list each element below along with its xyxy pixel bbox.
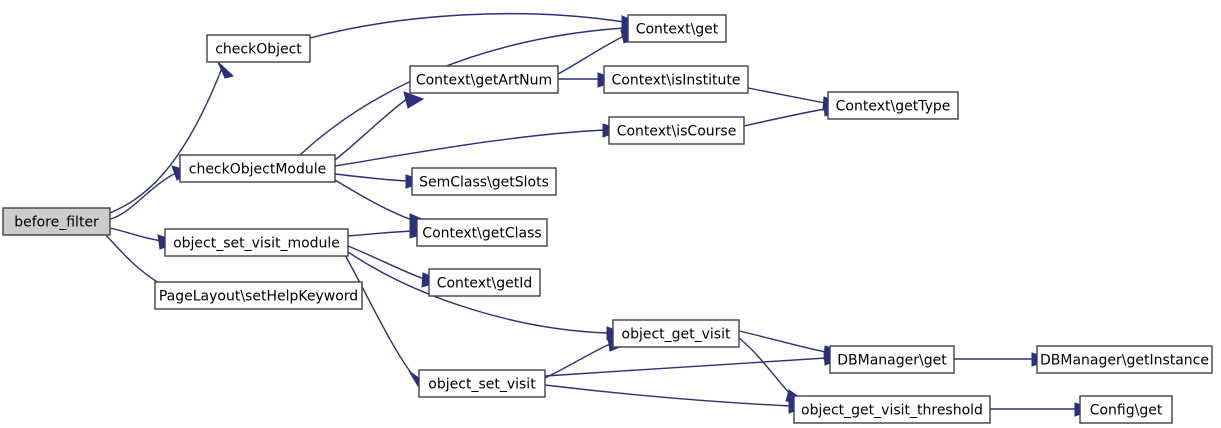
edge-line <box>743 108 826 127</box>
node-box[interactable] <box>164 228 349 257</box>
graph-node-checkObjectModule[interactable]: checkObjectModule <box>179 154 336 183</box>
graph-node-object_set_visit[interactable]: object_set_visit <box>418 369 546 398</box>
graph-node-Context_isCourse[interactable]: Context\isCourse <box>608 116 745 145</box>
edge-line <box>309 13 625 39</box>
graph-node-Config_get[interactable]: Config\get <box>1079 395 1173 424</box>
node-box[interactable] <box>411 167 557 196</box>
edge-line <box>738 330 827 353</box>
edge-line <box>334 179 413 221</box>
graph-node-object_get_visit_threshold[interactable]: object_get_visit_threshold <box>793 395 991 424</box>
node-box[interactable] <box>206 34 311 63</box>
edge-line <box>109 227 163 242</box>
edge-checkObjectModule-to-Context_isCourse <box>334 123 624 167</box>
node-box[interactable] <box>418 369 546 398</box>
node-box[interactable] <box>1079 395 1173 424</box>
graph-node-PageLayout_setHelpKeyword[interactable]: PageLayout\setHelpKeyword <box>154 281 363 310</box>
graph-node-Context_isInstitute[interactable]: Context\isInstitute <box>603 65 749 94</box>
edge-line <box>738 337 793 397</box>
node-box[interactable] <box>793 395 991 424</box>
edge-line <box>334 129 606 167</box>
arrowhead-icon <box>403 91 425 109</box>
graph-node-Context_get[interactable]: Context\get <box>627 14 727 43</box>
graph-node-checkObject[interactable]: checkObject <box>206 34 311 63</box>
node-box[interactable] <box>409 65 559 94</box>
edge-line <box>544 343 611 379</box>
graph-node-DBManager_getInstance[interactable]: DBManager\getInstance <box>1036 345 1213 374</box>
graph-node-Context_getArtNum[interactable]: Context\getArtNum <box>409 65 559 94</box>
node-box[interactable] <box>627 14 727 43</box>
arrowhead-icon <box>217 61 235 79</box>
edge-object_get_visit-to-DBManager_get <box>738 330 846 360</box>
node-box[interactable] <box>179 154 336 183</box>
edge-line <box>557 35 625 75</box>
node-box[interactable] <box>428 268 541 297</box>
edge-line <box>109 67 223 214</box>
graph-node-DBManager_get[interactable]: DBManager\get <box>829 345 955 374</box>
graph-node-Context_getClass[interactable]: Context\getClass <box>416 218 548 247</box>
edge-line <box>544 384 791 407</box>
node-box[interactable] <box>2 207 111 236</box>
edge-object_get_visit_threshold-to-Config_get <box>990 402 1096 417</box>
edge-checkObjectModule-to-Context_getArtNum <box>334 91 425 161</box>
edge-object_set_visit-to-object_get_visit_threshold <box>544 384 810 414</box>
node-box[interactable] <box>603 65 749 94</box>
node-box[interactable] <box>827 91 959 120</box>
edge-line <box>347 251 609 334</box>
node-box[interactable] <box>416 218 548 247</box>
node-box[interactable] <box>829 345 955 374</box>
edge-line <box>747 87 826 104</box>
edge-line <box>544 357 827 377</box>
graph-node-SemClass_getSlots[interactable]: SemClass\getSlots <box>411 167 557 196</box>
edge-object_get_visit-to-object_get_visit_threshold <box>738 337 808 403</box>
edge-line <box>334 173 409 182</box>
edge-object_set_visit-to-DBManager_get <box>544 351 845 377</box>
edge-line <box>344 254 415 378</box>
graph-node-Context_getType[interactable]: Context\getType <box>827 91 959 120</box>
graph-node-before_filter[interactable]: before_filter <box>2 207 111 236</box>
node-box[interactable] <box>612 319 740 348</box>
node-box[interactable] <box>608 116 745 145</box>
edge-line <box>347 245 425 280</box>
graph-node-object_get_visit[interactable]: object_get_visit <box>612 319 740 348</box>
node-box[interactable] <box>154 281 363 310</box>
edge-line <box>334 97 409 161</box>
edge-before_filter-to-checkObject <box>109 61 235 214</box>
graph-node-Context_getId[interactable]: Context\getId <box>428 268 541 297</box>
nodes-layer: before_filter checkObject checkObjectModul… <box>2 14 1213 424</box>
node-box[interactable] <box>1036 345 1213 374</box>
edge-object_set_visit_module-to-Context_getId <box>347 245 444 288</box>
edge-checkObject-to-Context_get <box>309 13 643 39</box>
graph-node-object_set_visit_module[interactable]: object_set_visit_module <box>164 228 349 257</box>
edge-line <box>109 171 179 220</box>
edge-line <box>347 230 413 237</box>
